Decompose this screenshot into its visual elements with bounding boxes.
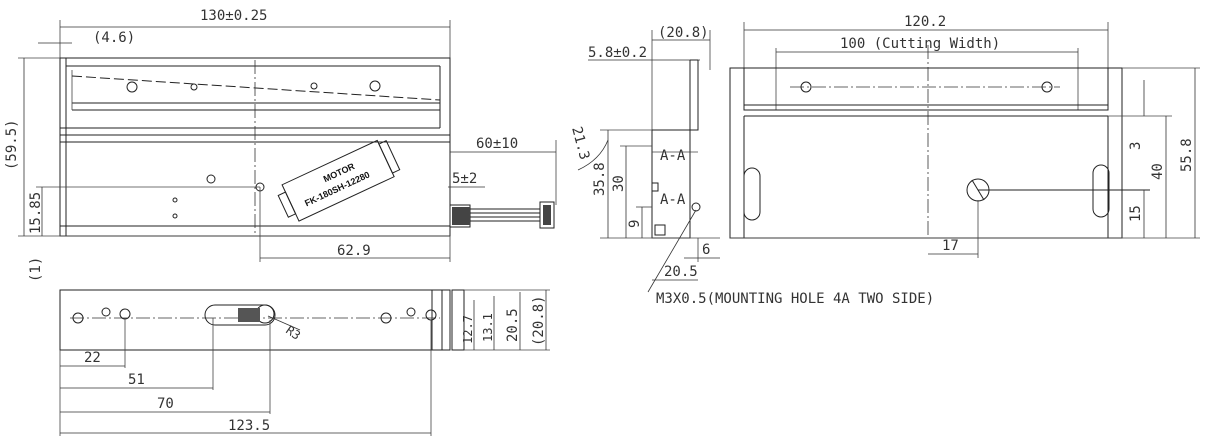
dim-right-55-8: 55.8 bbox=[1179, 138, 1195, 172]
dim-overall-width: 130±0.25 bbox=[200, 8, 267, 24]
dim-side-9: 9 bbox=[627, 220, 643, 228]
dim-offset-4-6: (4.6) bbox=[93, 30, 135, 46]
section-a-top: A-A bbox=[660, 148, 686, 164]
dim-hole-62-9: 62.9 bbox=[337, 243, 371, 259]
section-a-bottom: A-A bbox=[660, 192, 686, 208]
dim-right-17: 17 bbox=[942, 238, 959, 254]
dim-bottom-20-8: (20.8) bbox=[531, 295, 547, 346]
dim-bottom-12-7: 12.7 bbox=[461, 315, 475, 344]
connector bbox=[452, 207, 470, 225]
dim-side-20-8: (20.8) bbox=[658, 25, 709, 41]
dim-side-20-5: 20.5 bbox=[664, 264, 698, 280]
dim-right-15: 15 bbox=[1128, 205, 1144, 222]
mount-note: M3X0.5(MOUNTING HOLE 4A TWO SIDE) bbox=[656, 291, 934, 307]
dim-right-3: 3 bbox=[1128, 142, 1144, 150]
dim-bottom-123-5: 123.5 bbox=[228, 418, 270, 434]
dim-bottom-22: 22 bbox=[84, 350, 101, 366]
dim-bottom-r3: R3 bbox=[283, 323, 303, 343]
dim-bottom-20-5: 20.5 bbox=[505, 308, 521, 342]
dim-side-21-3: 21.3 bbox=[568, 125, 592, 162]
dim-cable-5: 5±2 bbox=[452, 171, 477, 187]
bottom-view: R3 22 51 70 123.5 12.7 13.1 20.5 (20.8) bbox=[59, 289, 550, 436]
dim-side-6: 6 bbox=[702, 242, 710, 258]
dim-right-40: 40 bbox=[1150, 163, 1166, 180]
dim-bottom-70: 70 bbox=[157, 396, 174, 412]
dim-side-35-8: 35.8 bbox=[592, 162, 608, 196]
side-view: (20.8) 5.8±0.2 A-A A-A 35.8 30 9 21.3 6 … bbox=[568, 25, 934, 307]
front-view: 130±0.25 (4.6) MOTOR bbox=[4, 8, 557, 282]
dim-bottom-13-1: 13.1 bbox=[481, 313, 495, 342]
dim-side-5-8: 5.8±0.2 bbox=[588, 45, 647, 61]
dim-bottom-51: 51 bbox=[128, 372, 145, 388]
dim-height-59-5: (59.5) bbox=[4, 119, 20, 170]
dim-gap-1: (1) bbox=[28, 257, 44, 282]
right-view: 120.2 100 (Cutting Width) 55.8 40 15 3 bbox=[729, 14, 1200, 258]
dim-cable-60: 60±10 bbox=[476, 136, 518, 152]
dim-height-15-85: 15.85 bbox=[28, 192, 44, 234]
motor-block: MOTOR FK-180SH-12280 bbox=[277, 139, 401, 222]
dim-right-100: 100 (Cutting Width) bbox=[840, 36, 1000, 52]
dim-right-120-2: 120.2 bbox=[904, 14, 946, 30]
dim-side-30: 30 bbox=[611, 175, 627, 192]
